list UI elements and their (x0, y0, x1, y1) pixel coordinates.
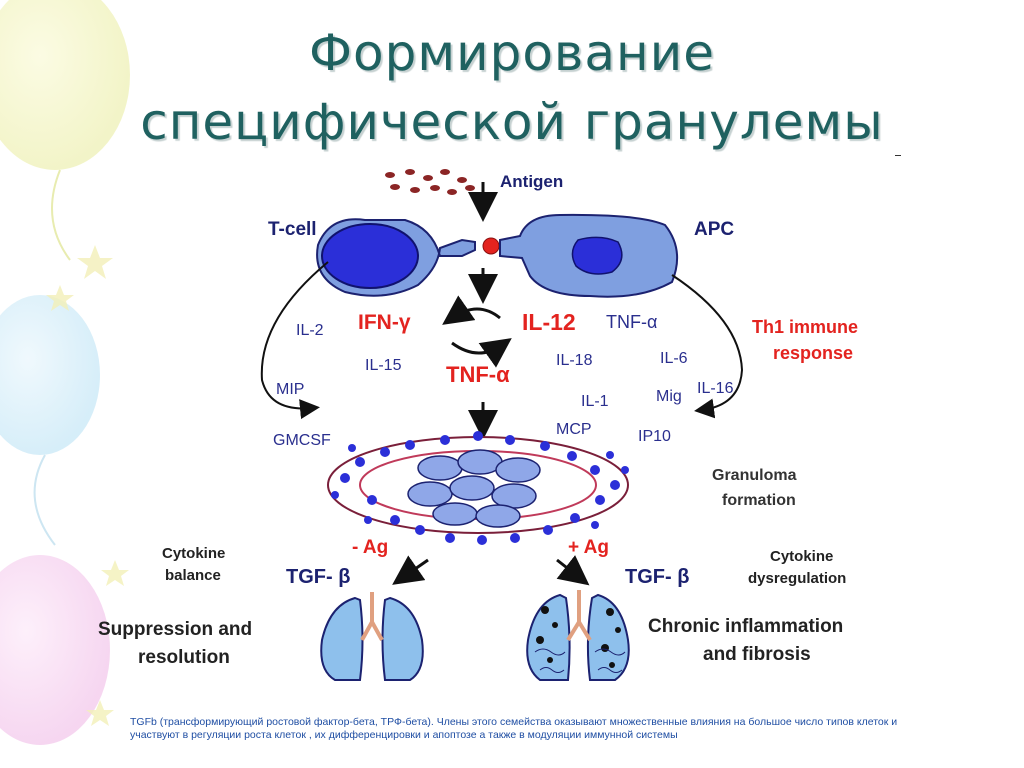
label-tnf-alpha-small: TNF-α (606, 312, 658, 332)
label-tgf-left: TGF- β (286, 566, 351, 588)
label-chronic-line1: Chronic inflammation (648, 616, 844, 637)
label-il18: IL-18 (556, 352, 593, 369)
footnote-tgf-description: TGFb (трансформирующий ростовой фактор-б… (130, 716, 898, 741)
cycle-arrow-bottom (451, 338, 512, 368)
arrow-to-right-lung (556, 555, 590, 586)
label-mcp: MCP (556, 421, 592, 438)
right-curve-arrow (671, 274, 744, 419)
lungs-fibrotic (526, 590, 630, 681)
label-minus-ag: - Ag (352, 537, 389, 558)
label-t-cell: T-cell (268, 219, 317, 240)
label-gmcsf: GMCSF (273, 432, 331, 449)
label-suppression-line2: resolution (138, 647, 230, 668)
label-granuloma-line2: formation (722, 492, 796, 509)
left-curve-arrow (260, 261, 329, 420)
label-antigen: Antigen (500, 172, 564, 191)
label-il16: IL-16 (697, 380, 734, 397)
label-chronic-line2: and fibrosis (703, 644, 811, 665)
label-cytokine-dysreg-line2: dysregulation (748, 570, 847, 587)
label-il15: IL-15 (365, 357, 402, 374)
label-cytokine-balance-line2: balance (165, 567, 221, 584)
label-cytokine-balance-line1: Cytokine (162, 545, 226, 562)
antigen-particles (385, 169, 475, 195)
label-ifn-gamma: IFN-γ (358, 311, 411, 334)
label-granuloma-line1: Granuloma (712, 467, 797, 484)
label-th1-line1: Th1 immune (752, 317, 859, 337)
lungs-healthy (320, 592, 424, 681)
label-cytokine-dysreg-line1: Cytokine (770, 548, 834, 565)
label-tgf-right: TGF- β (625, 566, 690, 588)
label-mip: MIP (276, 381, 305, 398)
label-th1-line2: response (773, 343, 854, 363)
label-plus-ag: + Ag (568, 537, 609, 558)
dash-mark (895, 155, 901, 156)
label-tnf-alpha-big: TNF-α (446, 362, 510, 387)
label-il2: IL-2 (296, 322, 324, 339)
label-apc: APC (694, 219, 735, 240)
arrow-to-left-lung (392, 555, 429, 585)
label-ip10: IP10 (638, 428, 671, 445)
title-line-2: специфической гранулемы (140, 93, 884, 151)
label-il1: IL-1 (581, 393, 609, 410)
title-line-1: Формирование (309, 24, 715, 82)
label-mig: Mig (656, 388, 682, 405)
granuloma-shape (327, 431, 629, 545)
synapse-antigen (482, 237, 500, 255)
label-suppression-line1: Suppression and (98, 619, 253, 640)
apc-shape (499, 213, 679, 298)
label-il6: IL-6 (660, 350, 688, 367)
label-il12: IL-12 (522, 309, 576, 335)
cycle-arrow-top (442, 295, 501, 325)
t-cell-shape (316, 218, 476, 297)
